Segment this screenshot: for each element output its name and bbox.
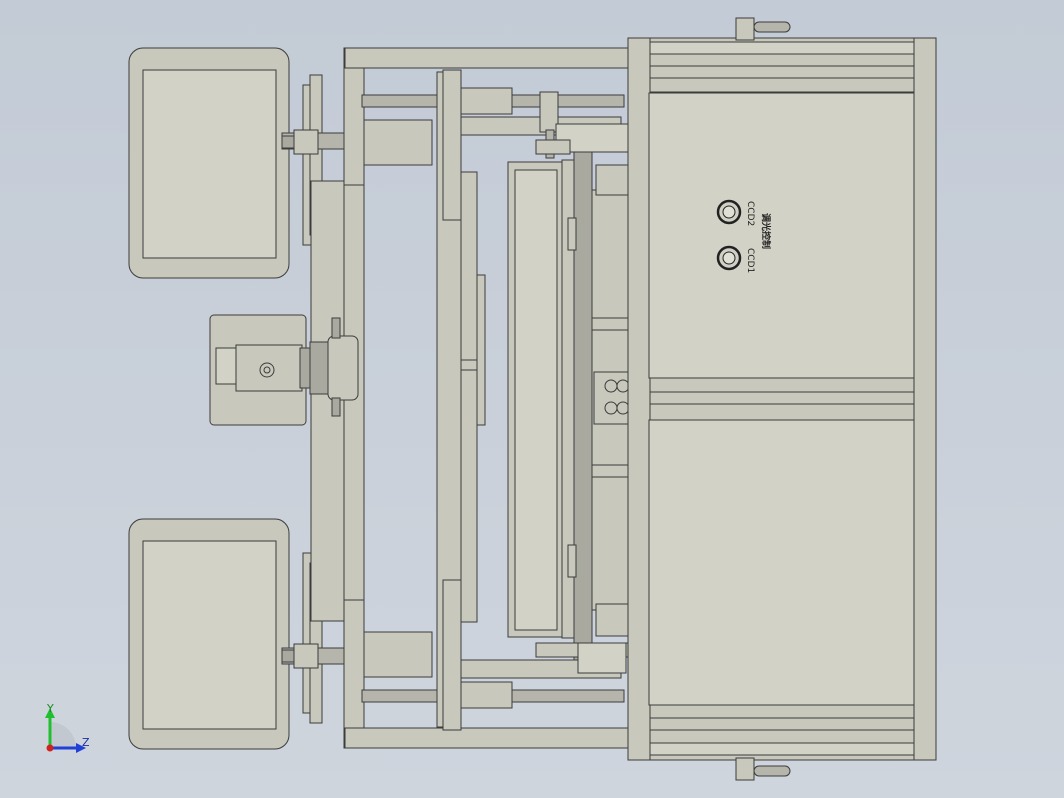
camera-module	[209, 314, 359, 426]
z-axis-label: Z	[82, 736, 90, 749]
cabinet-handle-bottom	[735, 757, 791, 781]
stage-assembly	[507, 139, 631, 661]
ccd2-label: CCD2	[745, 201, 755, 226]
monitor-bottom	[128, 518, 290, 750]
ccd2-connector[interactable]	[716, 199, 742, 225]
dimming-control-label: 调光控制	[760, 213, 772, 249]
cabinet-handle-top	[735, 17, 791, 41]
ccd1-connector[interactable]	[716, 245, 742, 271]
bottom-rail	[344, 727, 636, 749]
cabinet-door-upper	[648, 92, 915, 379]
micrometer	[535, 91, 629, 196]
control-cabinet	[627, 37, 937, 761]
monitor-top	[128, 47, 290, 279]
top-rail	[344, 47, 636, 69]
ccd1-label: CCD1	[745, 248, 755, 273]
axis-triad: Y Z	[45, 702, 90, 753]
y-axis-label: Y	[46, 702, 54, 715]
cabinet-door-lower	[648, 419, 915, 706]
